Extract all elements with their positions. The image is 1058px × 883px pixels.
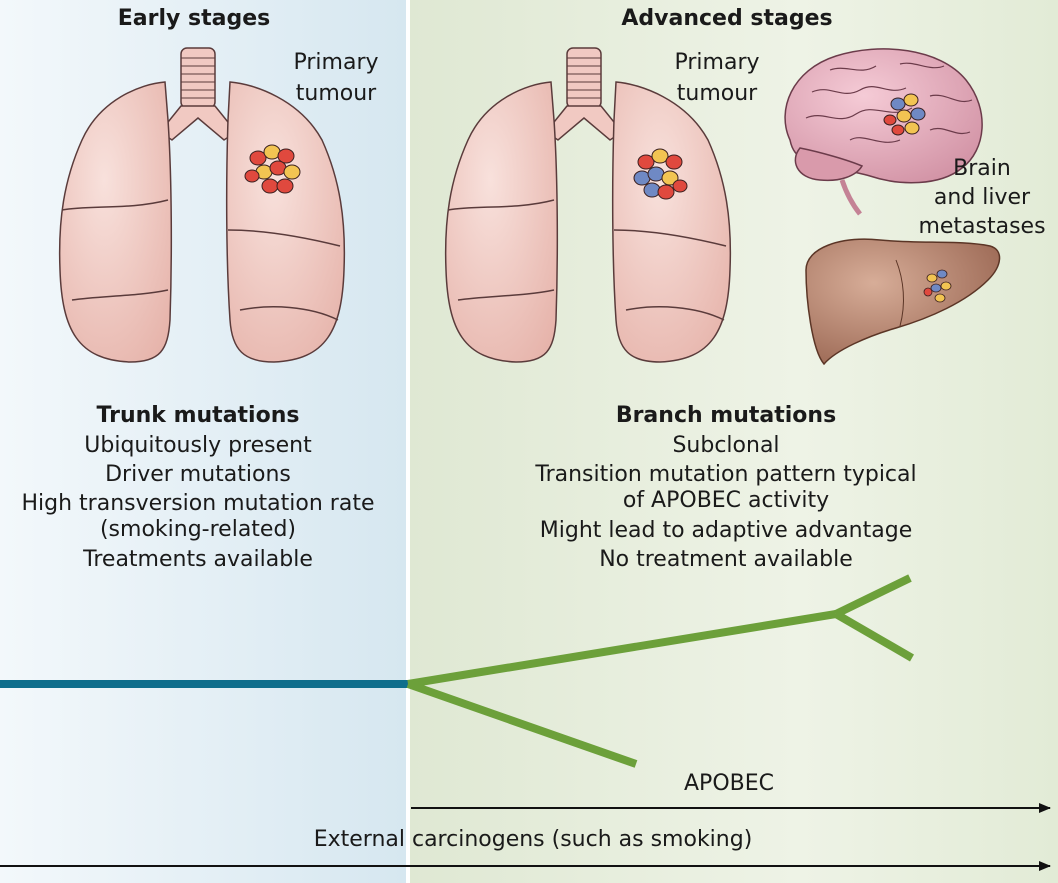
metastases-label-line1: Brain: [953, 156, 1011, 181]
early-primary-tumour-label-line2: tumour: [295, 81, 377, 106]
metastases-label-line3: metastases: [918, 214, 1046, 239]
branch-feature-3: of APOBEC activity: [622, 488, 830, 513]
branch-feature-5: No treatment available: [599, 547, 853, 572]
trunk-feature-2: Driver mutations: [105, 462, 291, 487]
branch-upper: [407, 610, 837, 688]
branch-feature-2: Transition mutation pattern typical: [535, 462, 917, 487]
advanced-lungs-illustration: [444, 47, 732, 363]
branch-upper-fork-bottom: [833, 610, 915, 662]
trunk-feature-5: Treatments available: [83, 547, 313, 572]
liver-metastasis-cells: [923, 269, 952, 303]
carcinogens-label: External carcinogens (such as smoking): [313, 827, 753, 852]
branch-feature-4: Might lead to adaptive advantage: [539, 518, 913, 543]
advanced-primary-tumour-label-line1: Primary: [674, 50, 760, 75]
early-primary-tumour-label-line1: Primary: [293, 50, 379, 75]
apobec-label: APOBEC: [684, 771, 774, 796]
early-stages-title: Early stages: [117, 6, 271, 31]
branch-lines: [406, 574, 915, 768]
trunk-feature-3: High transversion mutation rate: [21, 491, 375, 516]
metastases-label-line2: and liver: [933, 185, 1031, 210]
liver-illustration: [805, 238, 1001, 366]
branch-mutations-heading: Branch mutations: [615, 403, 837, 428]
advanced-primary-tumour-cells: [633, 148, 688, 200]
branch-feature-1: Subclonal: [672, 433, 780, 458]
branch-upper-fork-top: [834, 574, 912, 618]
trunk-mutations-heading: Trunk mutations: [96, 403, 300, 428]
trunk-feature-4: (smoking-related): [99, 517, 297, 542]
early-primary-tumour-cells: [244, 144, 301, 194]
advanced-primary-tumour-label-line2: tumour: [676, 81, 758, 106]
branch-lower: [406, 680, 638, 768]
trunk-feature-1: Ubiquitously present: [84, 433, 312, 458]
brain-metastasis-cells: [883, 93, 926, 136]
advanced-stages-title: Advanced stages: [621, 6, 833, 31]
early-panel-background: [0, 0, 406, 883]
panel-divider: [406, 0, 410, 883]
brain-illustration: [784, 48, 983, 216]
